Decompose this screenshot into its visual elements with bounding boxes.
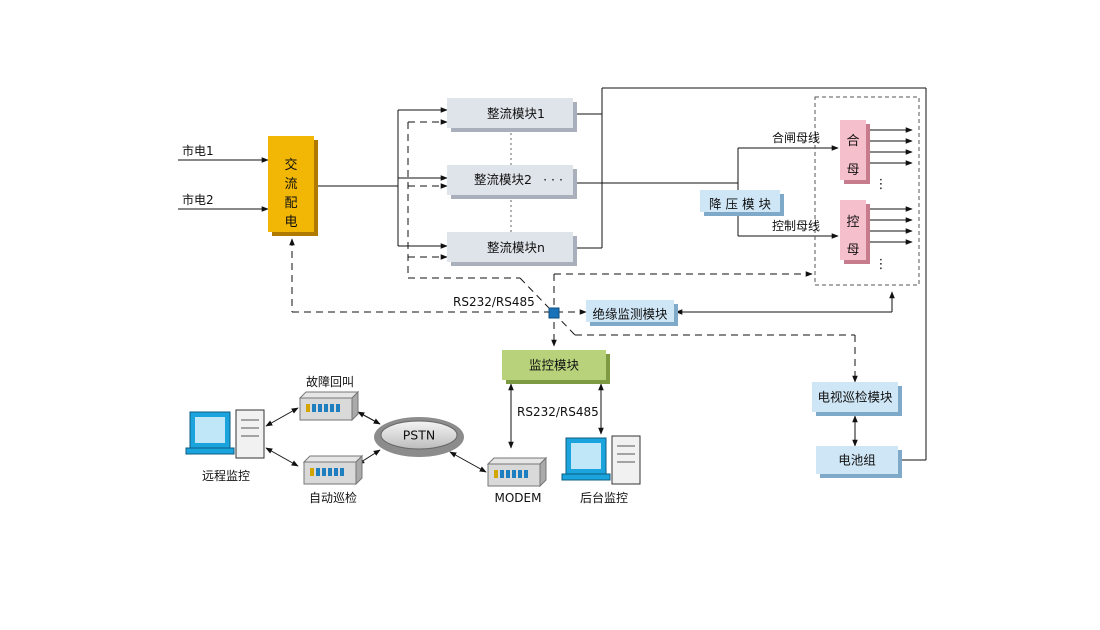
remote-monitor-computer bbox=[185, 409, 265, 459]
control-bus-block: 控 母 bbox=[840, 200, 870, 264]
mains-2-label: 市电2 bbox=[182, 192, 214, 207]
local-monitor-label: 后台监控 bbox=[580, 490, 628, 505]
ac-char-2: 流 bbox=[284, 177, 297, 192]
fault-callback-modem bbox=[298, 390, 360, 422]
pstn-label: PSTN bbox=[403, 428, 435, 443]
monitor-module: 监控模块 bbox=[502, 350, 610, 384]
control-bus-char-1: 控 bbox=[846, 215, 859, 230]
closing-bus-char-1: 合 bbox=[846, 134, 859, 149]
control-bus-label: 控制母线 bbox=[772, 219, 820, 233]
rectifier-module-1-label: 整流模块1 bbox=[487, 106, 545, 121]
remote-monitor-label: 远程监控 bbox=[202, 468, 250, 483]
closing-bus-char-2: 母 bbox=[846, 163, 859, 178]
modem-device bbox=[486, 456, 548, 488]
control-bus-ellipsis: ⋮ bbox=[875, 257, 888, 272]
local-monitor-computer bbox=[561, 435, 641, 485]
bus-area-frame bbox=[814, 96, 920, 286]
rs-label-top: RS232/RS485 bbox=[453, 295, 535, 309]
ac-char-3: 配 bbox=[284, 196, 297, 211]
insulation-monitor-module: 绝缘监测模块 bbox=[586, 300, 678, 326]
rectifier-module-2-ellipsis: · · · bbox=[543, 172, 563, 187]
battery-label: 电池组 bbox=[838, 453, 876, 468]
tv-patrol-module: 电视巡检模块 bbox=[812, 382, 902, 416]
closing-bus-label: 合闸母线 bbox=[772, 130, 820, 145]
mains-1-label: 市电1 bbox=[182, 143, 214, 158]
rectifier-module-n-label: 整流模块n bbox=[487, 240, 545, 255]
rectifier-module-2-label: 整流模块2 bbox=[474, 172, 532, 187]
closing-bus-ellipsis: ⋮ bbox=[875, 177, 888, 192]
step-down-module: 降 压 模 块 bbox=[700, 190, 784, 216]
pstn-network: PSTN bbox=[374, 417, 464, 457]
battery-block: 电池组 bbox=[816, 446, 902, 478]
ac-distribution-block: 交 流 配 电 bbox=[268, 136, 318, 236]
auto-patrol-label: 自动巡检 bbox=[309, 490, 357, 505]
rectifier-module-2: 整流模块2 · · · bbox=[447, 165, 577, 199]
step-down-label: 降 压 模 块 bbox=[709, 197, 771, 212]
ac-char-1: 交 bbox=[284, 157, 297, 173]
comm-hub-node bbox=[548, 307, 560, 319]
tv-patrol-label: 电视巡检模块 bbox=[817, 390, 893, 405]
connection-lines bbox=[178, 87, 927, 473]
insulation-monitor-label: 绝缘监测模块 bbox=[592, 307, 668, 322]
control-bus-char-2: 母 bbox=[846, 243, 859, 258]
closing-bus-block: 合 母 bbox=[840, 120, 870, 184]
ac-char-4: 电 bbox=[284, 215, 297, 230]
auto-patrol-modem bbox=[302, 454, 364, 486]
rectifier-module-1: 整流模块1 bbox=[447, 98, 577, 132]
rs-label-bottom: RS232/RS485 bbox=[517, 405, 599, 419]
modem-label: MODEM bbox=[495, 491, 542, 505]
monitor-module-label: 监控模块 bbox=[529, 358, 580, 373]
rectifier-module-n: 整流模块n bbox=[447, 232, 577, 266]
fault-callback-label: 故障回叫 bbox=[306, 374, 354, 389]
